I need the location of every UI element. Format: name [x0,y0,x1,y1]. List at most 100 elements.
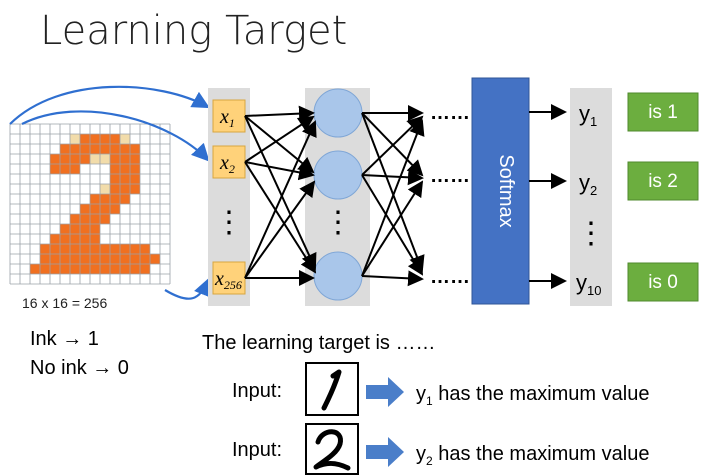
softmax-output-arrows [529,104,567,289]
ink-pixel [60,144,70,154]
x2-label: x2 [219,152,235,176]
ink-pixel [50,244,60,254]
ink-pixel [100,184,110,194]
ink-pixel [70,144,80,154]
ink-pixel [90,244,100,254]
ink-pixel [40,254,50,264]
y2-label: y2 [579,170,597,198]
handwritten-one [321,369,342,411]
ink-pixel [70,134,80,144]
ink-pixel [150,254,160,264]
ink-pixel [90,204,100,214]
ink-pixel [90,134,100,144]
ink-pixel [90,214,100,224]
ink-pixel [110,204,120,214]
ink-pixel [40,244,50,254]
ink-pixel [140,254,150,264]
ink-pixel [70,164,80,174]
ink-pixel [70,234,80,244]
ink-pixel [90,154,100,164]
ink-pixel [80,244,90,254]
ink-pixel [130,144,140,154]
dots-row-2: …… [430,165,470,187]
ink-pixel [100,204,110,214]
ink-pixel [100,134,110,144]
input-vdots: ⋮ [214,206,244,239]
ink-pixel [100,244,110,254]
ink-pixel [120,254,130,264]
ink-pixel [120,164,130,174]
ink-pixel [60,244,70,254]
ink-pixel [120,244,130,254]
input-node-x1 [212,99,246,133]
ink-pixel [130,244,140,254]
pixel-to-x1-arrow [9,85,210,125]
example-1-arrow [366,377,404,407]
ink-pixel [110,244,120,254]
target-label-2: is 2 [648,171,678,192]
ink-pixel [130,264,140,274]
ink-pixel [50,234,60,244]
ink-pixel [90,234,100,244]
ink-pixel [50,254,60,264]
target-box-3 [627,262,699,302]
ink-pixel [80,204,90,214]
ink-pixel [130,254,140,264]
ink-encoding-text: Ink → 1 [30,328,99,350]
ink-pixel [120,154,130,164]
example-2-input-label: Input: [232,439,282,461]
ink-pixel [120,144,130,154]
ink-pixel [80,144,90,154]
input-node-x256 [212,261,246,295]
ink-pixel [70,254,80,264]
ink-pixel [110,144,120,154]
dots-row-3: …… [430,266,470,288]
ink-pixel [120,184,130,194]
ink-pixel [50,154,60,164]
dots-row-1: …… [430,102,470,124]
ink-pixel [140,264,150,274]
ink-pixel [60,154,70,164]
y10-label: y10 [576,270,601,298]
hidden-neuron-1 [313,88,363,138]
ink-pixel [100,154,110,164]
hidden-neuron-3 [313,251,363,301]
example-2-arrow [366,437,404,467]
hidden-neuron-2 [313,150,363,200]
target-label-1: is 1 [648,102,678,123]
ink-pixel [60,234,70,244]
example-1-input-label: Input: [232,380,282,402]
ink-pixel [130,184,140,194]
example-1-result: y1 has the maximum value [416,383,649,408]
ink-pixel [70,224,80,234]
grid-size-caption: 16 x 16 = 256 [22,295,107,311]
input-node-x2 [212,145,246,179]
ink-pixel [60,224,70,234]
ink-pixel [80,254,90,264]
ink-pixel [90,264,100,274]
ink-pixel [110,194,120,204]
ink-pixel [100,144,110,154]
ink-pixel [60,264,70,274]
ink-pixel [30,264,40,274]
ink-pixel [80,214,90,224]
ink-pixel [120,194,130,204]
ink-pixel [80,224,90,234]
ink-pixel [110,254,120,264]
ink-pixel [120,134,130,144]
ink-pixel [70,264,80,274]
ink-pixel [130,154,140,164]
hidden-next-connections [361,105,425,287]
ink-pixel [50,164,60,174]
ink-pixel [80,154,90,164]
hidden-vdots: ⋮ [323,206,353,239]
ink-pixel [40,264,50,274]
ink-pixel [60,164,70,174]
digit-pixel-grid [9,123,171,285]
ink-pixel [90,254,100,264]
ink-pixel [110,164,120,174]
ink-pixel [80,134,90,144]
ink-pixel [110,264,120,274]
output-layer-column [570,88,612,306]
